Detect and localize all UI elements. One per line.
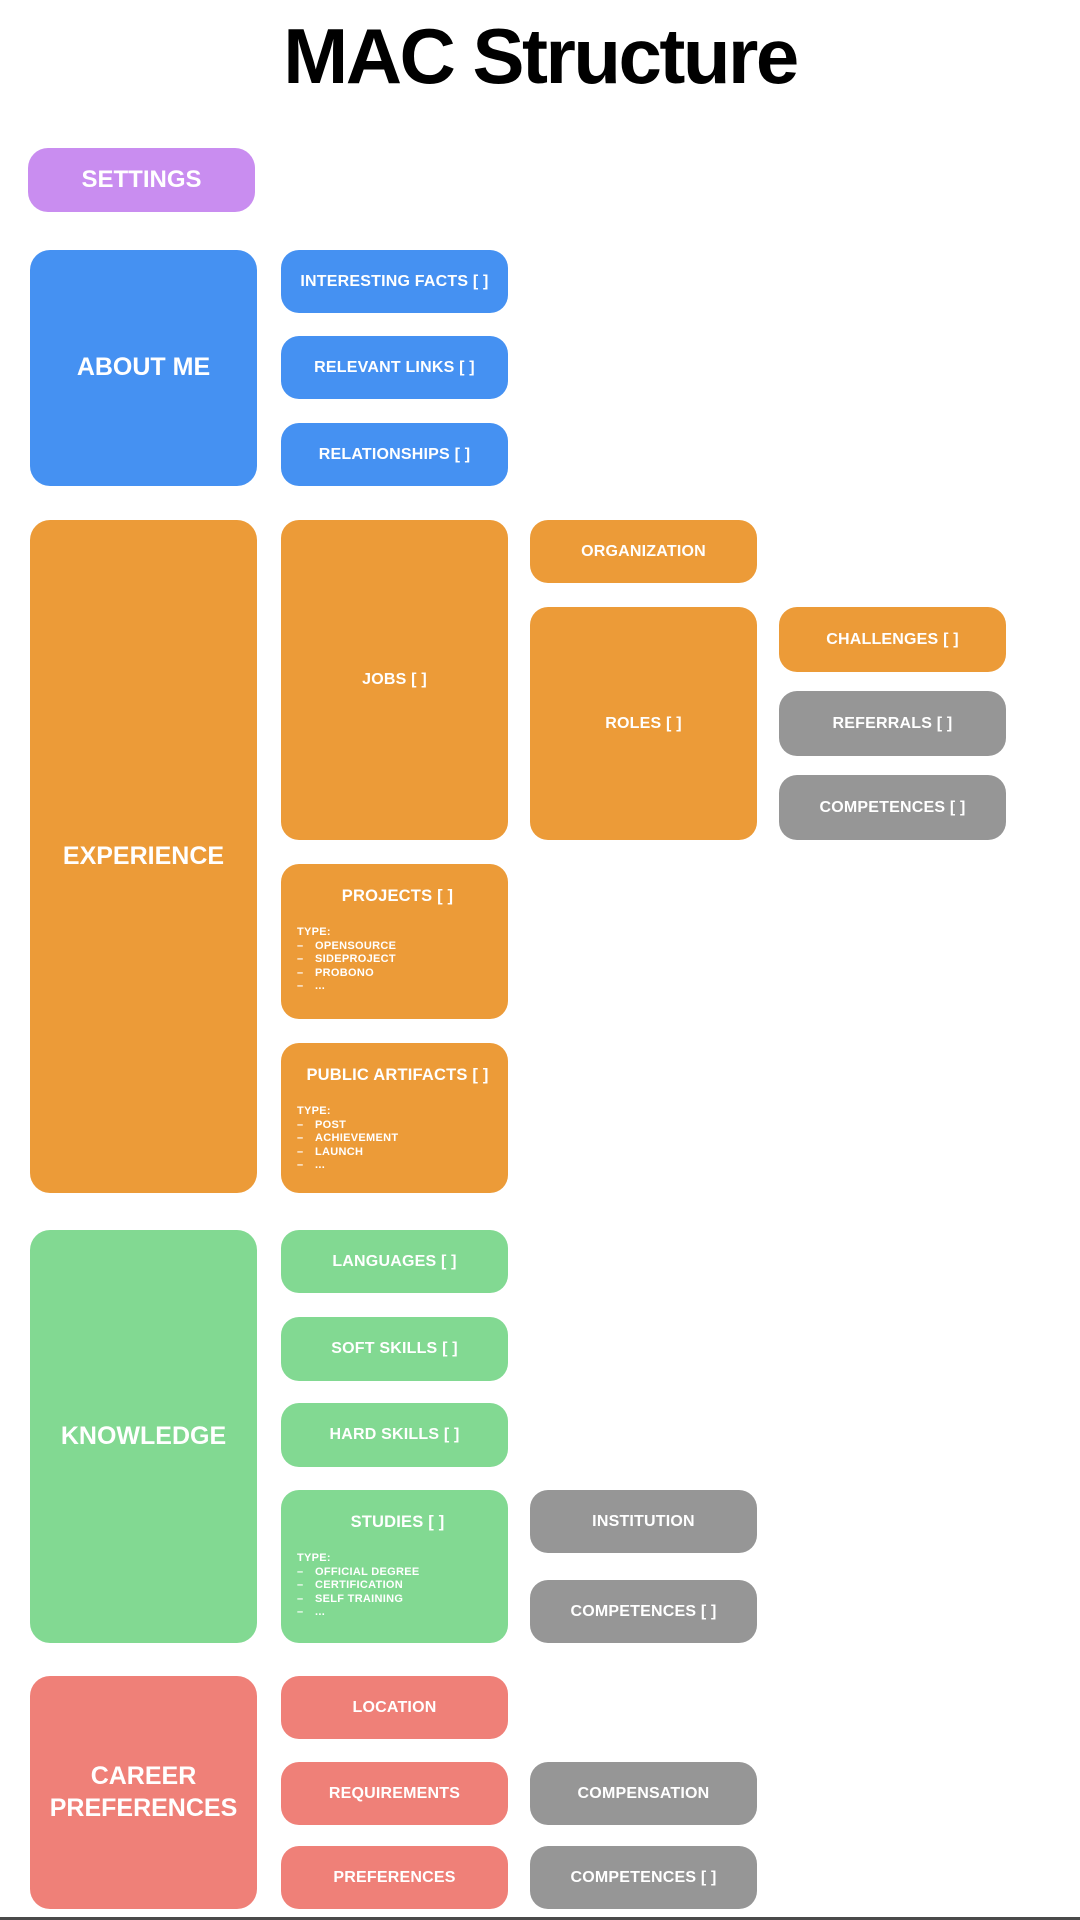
- competences-knowledge-label: COMPETENCES [ ]: [570, 1602, 717, 1620]
- type-heading: TYPE:: [297, 926, 331, 938]
- block-roles: ROLES [ ]: [530, 607, 757, 840]
- type-item: LAUNCH: [315, 1145, 364, 1158]
- dash-bullet: –: [297, 980, 304, 992]
- block-challenges: CHALLENGES [ ]: [779, 607, 1006, 672]
- public-artifacts-type-list: TYPE: – POST – ACHIEVEMENT – LAUNCH – ..…: [297, 1105, 498, 1173]
- block-projects: PROJECTS [ ] TYPE: – OPENSOURCE – SIDEPR…: [281, 864, 508, 1019]
- dash-bullet: –: [297, 1159, 304, 1171]
- hard-skills-label: HARD SKILLS [ ]: [329, 1426, 460, 1443]
- block-location: LOCATION: [281, 1676, 508, 1739]
- type-item-row: – POST: [297, 1119, 498, 1133]
- preferences-label: PREFERENCES: [333, 1868, 456, 1886]
- organization-label: ORGANIZATION: [581, 542, 706, 560]
- type-item: OFFICIAL DEGREE: [315, 1565, 420, 1578]
- block-hard-skills: HARD SKILLS [ ]: [281, 1403, 508, 1467]
- type-heading: TYPE:: [297, 1552, 331, 1564]
- dash-bullet: –: [297, 966, 304, 979]
- block-competences-knowledge: COMPETENCES [ ]: [530, 1580, 757, 1643]
- dash-bullet: –: [297, 1565, 304, 1578]
- public-artifacts-label: PUBLIC ARTIFACTS [ ]: [306, 1066, 489, 1084]
- type-heading: TYPE:: [297, 1105, 331, 1117]
- type-item: ...: [315, 980, 326, 992]
- dash-bullet: –: [297, 1592, 304, 1605]
- roles-label: ROLES [ ]: [605, 714, 682, 732]
- competences-experience-label: COMPETENCES [ ]: [819, 798, 966, 816]
- jobs-label: JOBS [ ]: [362, 671, 427, 688]
- about-me-label: ABOUT ME: [76, 353, 211, 382]
- block-compensation: COMPENSATION: [530, 1762, 757, 1825]
- block-relationships: RELATIONSHIPS [ ]: [281, 423, 508, 486]
- block-competences-experience: COMPETENCES [ ]: [779, 775, 1006, 840]
- block-settings: SETTINGS: [28, 148, 255, 212]
- type-item-row: – OFFICIAL DEGREE: [297, 1566, 498, 1580]
- block-soft-skills: SOFT SKILLS [ ]: [281, 1317, 508, 1381]
- relevant-links-label: RELEVANT LINKS [ ]: [314, 358, 475, 376]
- type-item: SIDEPROJECT: [315, 953, 396, 965]
- bottom-edge-line: [0, 1917, 1080, 1920]
- block-jobs: JOBS [ ]: [281, 520, 508, 840]
- block-relevant-links: RELEVANT LINKS [ ]: [281, 336, 508, 399]
- block-requirements: REQUIREMENTS: [281, 1762, 508, 1825]
- location-label: LOCATION: [352, 1698, 437, 1716]
- type-item-row: – OPENSOURCE: [297, 940, 498, 954]
- challenges-label: CHALLENGES [ ]: [826, 630, 959, 648]
- type-item: ...: [315, 1606, 326, 1618]
- dash-bullet: –: [297, 1606, 304, 1618]
- studies-type-list: TYPE: – OFFICIAL DEGREE – CERTIFICATION …: [297, 1552, 498, 1620]
- type-item: OPENSOURCE: [315, 939, 397, 952]
- dash-bullet: –: [297, 939, 304, 952]
- type-item-row: – ...: [297, 1606, 498, 1620]
- languages-label: LANGUAGES [ ]: [332, 1252, 457, 1270]
- block-public-artifacts: PUBLIC ARTIFACTS [ ] TYPE: – POST – ACHI…: [281, 1043, 508, 1193]
- type-item-row: – ACHIEVEMENT: [297, 1132, 498, 1146]
- type-item: PROBONO: [315, 966, 374, 979]
- soft-skills-label: SOFT SKILLS [ ]: [331, 1340, 458, 1357]
- block-institution: INSTITUTION: [530, 1490, 757, 1553]
- knowledge-label: KNOWLEDGE: [60, 1421, 227, 1450]
- projects-label: PROJECTS [ ]: [341, 887, 454, 905]
- projects-type-list: TYPE: – OPENSOURCE – SIDEPROJECT – PROBO…: [297, 926, 498, 994]
- type-item: POST: [315, 1118, 347, 1131]
- referrals-label: REFERRALS [ ]: [832, 714, 953, 732]
- block-experience: EXPERIENCE: [30, 520, 257, 1193]
- career-preferences-label: CAREER PREFERENCES: [49, 1762, 238, 1822]
- block-organization: ORGANIZATION: [530, 520, 757, 583]
- type-item-row: – PROBONO: [297, 967, 498, 981]
- block-about-me: ABOUT ME: [30, 250, 257, 486]
- type-item-row: – ...: [297, 980, 498, 994]
- requirements-label: REQUIREMENTS: [328, 1784, 461, 1802]
- type-item-row: – LAUNCH: [297, 1146, 498, 1160]
- dash-bullet: –: [297, 1132, 304, 1144]
- competences-career-label: COMPETENCES [ ]: [570, 1868, 717, 1886]
- block-career-preferences: CAREER PREFERENCES: [30, 1676, 257, 1909]
- block-studies: STUDIES [ ] TYPE: – OFFICIAL DEGREE – CE…: [281, 1490, 508, 1643]
- type-item-row: – SIDEPROJECT: [297, 953, 498, 967]
- block-referrals: REFERRALS [ ]: [779, 691, 1006, 756]
- dash-bullet: –: [297, 1118, 304, 1131]
- block-interesting-facts: INTERESTING FACTS [ ]: [281, 250, 508, 313]
- type-item: ...: [315, 1159, 326, 1171]
- type-item-row: – ...: [297, 1159, 498, 1173]
- dash-bullet: –: [297, 1579, 304, 1591]
- page-title: MAC Structure: [283, 11, 799, 100]
- relationships-label: RELATIONSHIPS [ ]: [318, 445, 471, 463]
- dash-bullet: –: [297, 1145, 304, 1158]
- settings-label: SETTINGS: [81, 166, 202, 193]
- block-competences-career: COMPETENCES [ ]: [530, 1846, 757, 1909]
- block-knowledge: KNOWLEDGE: [30, 1230, 257, 1643]
- type-item: CERTIFICATION: [315, 1579, 404, 1591]
- type-item-row: – SELF TRAINING: [297, 1593, 498, 1607]
- block-preferences: PREFERENCES: [281, 1846, 508, 1909]
- compensation-label: COMPENSATION: [577, 1784, 710, 1802]
- type-item-row: – CERTIFICATION: [297, 1579, 498, 1593]
- dash-bullet: –: [297, 953, 304, 965]
- type-item: SELF TRAINING: [315, 1592, 404, 1605]
- interesting-facts-label: INTERESTING FACTS [ ]: [300, 272, 489, 290]
- type-item: ACHIEVEMENT: [315, 1132, 399, 1144]
- studies-label: STUDIES [ ]: [350, 1513, 445, 1531]
- block-languages: LANGUAGES [ ]: [281, 1230, 508, 1293]
- experience-label: EXPERIENCE: [62, 841, 225, 870]
- institution-label: INSTITUTION: [592, 1512, 695, 1530]
